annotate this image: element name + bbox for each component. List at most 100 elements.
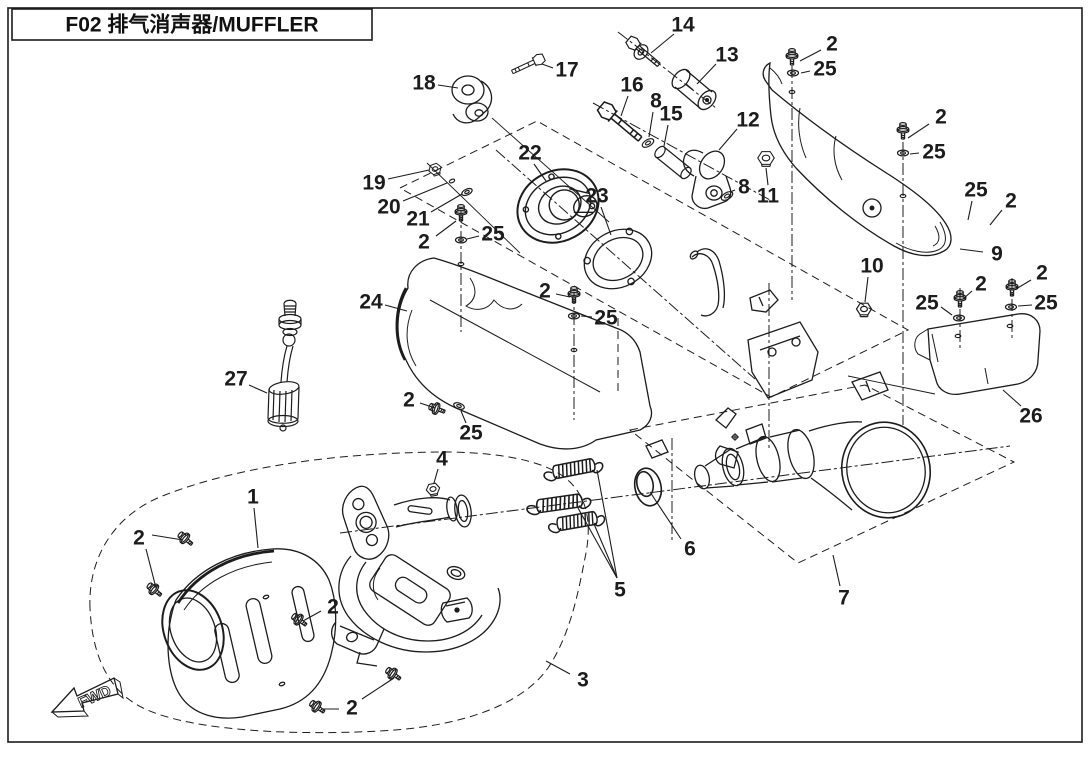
callout-label-2: 2: [327, 596, 339, 619]
callout-leader-25: [466, 235, 480, 240]
callout-leader-27: [248, 384, 268, 394]
callout-label-11: 11: [757, 185, 780, 208]
part-18-mount: [451, 75, 493, 124]
part-12-mount: [682, 149, 732, 210]
callout-label-25: 25: [594, 307, 618, 330]
callout-label-2: 2: [346, 697, 358, 720]
callout-label-2: 2: [975, 273, 987, 296]
callout-leader-2: [962, 290, 973, 300]
callout-label-23: 23: [585, 185, 608, 208]
callout-label-24: 24: [359, 291, 383, 314]
callout-label-2: 2: [1036, 262, 1048, 285]
callout-label-8: 8: [650, 90, 662, 113]
callout-label-19: 19: [362, 172, 385, 195]
callout-leader-3: [545, 660, 571, 675]
part-22-flange: [516, 168, 600, 244]
part-24-heat-shield-mid: [395, 257, 653, 450]
callout-label-9: 9: [991, 243, 1003, 266]
page-border: [7, 7, 1083, 743]
callout-label-2: 2: [133, 527, 145, 550]
callout-leader-8: [648, 111, 654, 138]
callout-leader-2: [1015, 279, 1032, 290]
callout-label-1: 1: [247, 486, 259, 509]
callout-label-20: 20: [377, 196, 400, 219]
callout-leader-2: [419, 402, 436, 409]
part-5-springs: [525, 455, 607, 536]
callout-label-2: 2: [418, 231, 430, 254]
callout-leader-6: [649, 491, 682, 540]
callout-label-15: 15: [659, 103, 683, 126]
callout-leader-5: [593, 523, 618, 579]
callout-leader-1: [253, 507, 259, 549]
callout-leader-5: [577, 507, 618, 579]
construction-lines: [89, 31, 1016, 734]
callout-leader-25: [1017, 304, 1033, 307]
callout-leader-2: [361, 677, 395, 700]
callout-label-2: 2: [826, 33, 838, 56]
part-11-nut: [757, 151, 775, 167]
part-9-heat-shield-upper: [762, 61, 952, 257]
callout-label-25: 25: [922, 141, 946, 164]
callout-label-21: 21: [406, 208, 430, 231]
callout-leader-25: [460, 410, 467, 424]
callout-label-2: 2: [935, 106, 947, 129]
callout-label-25: 25: [481, 223, 505, 246]
callout-label-22: 22: [518, 142, 541, 165]
callout-label-16: 16: [620, 74, 643, 97]
callout-label-2: 2: [403, 389, 415, 412]
fwd-label: FWD: [76, 682, 114, 711]
callout-label-25: 25: [813, 58, 837, 81]
callout-label-7: 7: [838, 587, 850, 610]
callout-label-25: 25: [915, 292, 939, 315]
fwd-arrow: [50, 677, 124, 718]
part-1-heat-shield-front: [161, 548, 337, 719]
callout-leader-8: [729, 189, 736, 193]
fasteners: [143, 47, 1019, 718]
callout-label-10: 10: [860, 255, 883, 278]
callout-label-3: 3: [577, 669, 589, 692]
page-title: F02 排气消声器/MUFFLER: [65, 13, 318, 37]
title-box: [11, 8, 373, 41]
callout-leader-11: [765, 167, 769, 186]
callout-leader-22: [533, 163, 547, 182]
callout-label-12: 12: [736, 109, 759, 132]
callout-leader-15: [663, 124, 669, 147]
callout-leader-20: [402, 182, 448, 202]
callout-leader-12: [718, 128, 738, 151]
callout-leader-21: [430, 193, 463, 213]
callout-leader-4: [433, 468, 439, 484]
callout-label-25: 25: [1034, 292, 1058, 315]
part-3-exhaust-pipe: [330, 485, 501, 667]
callout-leader-26: [1002, 389, 1022, 407]
callout-label-25: 25: [459, 422, 483, 445]
callout-label-17: 17: [555, 59, 578, 82]
callout-leader-18: [437, 84, 459, 89]
part-8-washer: [640, 136, 656, 150]
callout-leader-2: [302, 610, 322, 622]
callout-leader-13: [696, 63, 717, 85]
callout-label-13: 13: [715, 44, 738, 67]
callout-leader-17: [541, 63, 554, 69]
callout-label-6: 6: [684, 538, 696, 561]
part-15-spacer: [654, 145, 692, 180]
callout-leader-16: [620, 95, 629, 117]
callout-label-25: 25: [964, 179, 988, 202]
callout-leader-2: [799, 49, 822, 62]
part-6-gasket-ring: [633, 467, 663, 507]
part-26-heat-shield-small: [914, 313, 1041, 396]
callout-leader-25: [909, 152, 920, 155]
callout-leader-7: [832, 554, 841, 587]
callout-leader-2: [151, 534, 184, 541]
callout-leader-2: [145, 548, 157, 589]
callout-leader-25: [800, 70, 811, 74]
callout-leader-25: [940, 306, 953, 316]
callout-leader-2: [555, 293, 571, 298]
part-23-gasket-flange: [583, 227, 653, 290]
part-13-bushing: [671, 68, 717, 111]
callout-label-27: 27: [224, 368, 247, 391]
callout-leader-25: [580, 315, 593, 318]
callout-label-5: 5: [614, 579, 626, 602]
callout-leader-24: [384, 304, 408, 312]
